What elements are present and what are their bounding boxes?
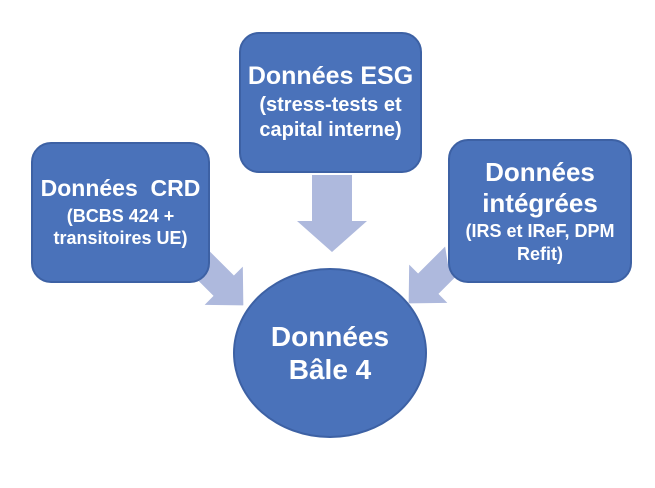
box-esg-title: Données ESG xyxy=(247,61,414,90)
box-integrees-subtitle: (IRS et IReF, DPM Refit) xyxy=(465,221,615,264)
arrow-down-left-icon xyxy=(390,238,475,323)
box-donnees-crd: Données CRD (BCBS 424 + transitoires UE) xyxy=(31,142,210,283)
box-crd-subtitle: (BCBS 424 + transitoires UE) xyxy=(53,205,188,249)
circle-bale4-title: Données Bâle 4 xyxy=(270,320,390,385)
box-integrees-title: Données intégrées xyxy=(482,156,598,218)
box-crd-title: Données CRD xyxy=(40,175,201,202)
arrow-down-icon xyxy=(297,175,367,252)
box-donnees-integrees: Données intégrées (IRS et IReF, DPM Refi… xyxy=(448,139,632,283)
arrow-down-right-icon xyxy=(178,240,263,325)
box-esg-subtitle: (stress-tests et capital interne) xyxy=(259,94,402,142)
circle-donnees-bale4: Données Bâle 4 xyxy=(233,268,427,438)
box-donnees-esg: Données ESG (stress-tests et capital int… xyxy=(239,32,422,173)
